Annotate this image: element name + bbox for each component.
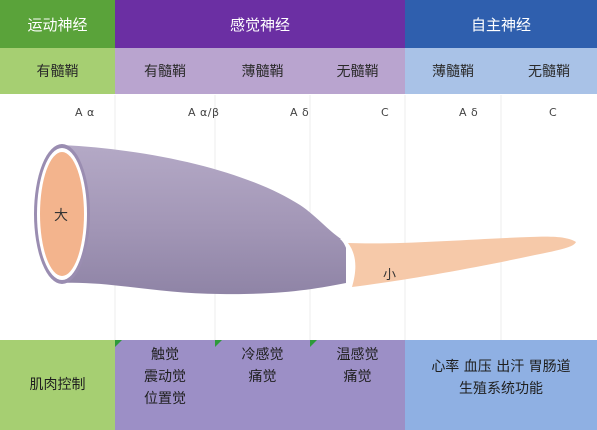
header-autonomic: 自主神经	[405, 0, 597, 48]
function-touch-2: 震动觉	[144, 369, 186, 385]
function-touch-1: 触觉	[151, 347, 179, 363]
function-motor: 肌肉控制	[0, 340, 115, 430]
sub-auto-thin: 薄髓鞘	[405, 48, 501, 94]
function-cold: 冷感觉 痛觉	[215, 340, 310, 430]
function-autonomic-1: 心率 血压 出汗 胃肠道	[431, 359, 571, 375]
diameter-small-label: 小	[383, 268, 397, 283]
fiber-label-motor: A α	[75, 106, 95, 119]
function-warm-2: 痛觉	[343, 369, 372, 385]
fiber-label-auto-c: C	[549, 106, 558, 119]
sub-auto-unmyelinated: 无髓鞘	[501, 48, 597, 94]
corner-marker	[115, 340, 122, 347]
corner-marker	[310, 340, 317, 347]
unmyelinated-fiber-tail	[348, 236, 576, 287]
function-warm-1: 温感觉	[336, 347, 379, 363]
fiber-end-cap-core	[40, 152, 84, 276]
fiber-label-sensory-c: C	[381, 106, 390, 119]
header-motor: 运动神经	[0, 0, 115, 48]
sub-motor-myelinated: 有髓鞘	[0, 48, 115, 94]
function-cold-1: 冷感觉	[241, 347, 284, 363]
sub-sensory-thin: 薄髓鞘	[215, 48, 310, 94]
header-sensory: 感觉神经	[115, 0, 405, 48]
function-warm: 温感觉 痛觉	[310, 340, 405, 430]
myelinated-fiber-body	[62, 145, 346, 295]
corner-marker	[215, 340, 222, 347]
function-autonomic: 心率 血压 出汗 胃肠道 生殖系统功能	[405, 340, 597, 430]
function-cold-2: 痛觉	[248, 369, 277, 385]
fiber-label-auto-d: A δ	[459, 106, 479, 119]
diameter-large-label: 大	[54, 208, 69, 224]
function-motor-text: 肌肉控制	[29, 377, 86, 393]
function-touch-3: 位置觉	[144, 391, 186, 407]
function-autonomic-2: 生殖系统功能	[459, 381, 543, 397]
fiber-label-sensory-d: A δ	[290, 106, 310, 119]
fiber-label-sensory-ab: A α/β	[188, 106, 220, 119]
function-touch: 触觉 震动觉 位置觉	[115, 340, 215, 430]
fiber-diameter-graphic	[34, 95, 576, 340]
sub-sensory-unmyelinated: 无髓鞘	[310, 48, 405, 94]
sub-sensory-myelinated: 有髓鞘	[115, 48, 215, 94]
